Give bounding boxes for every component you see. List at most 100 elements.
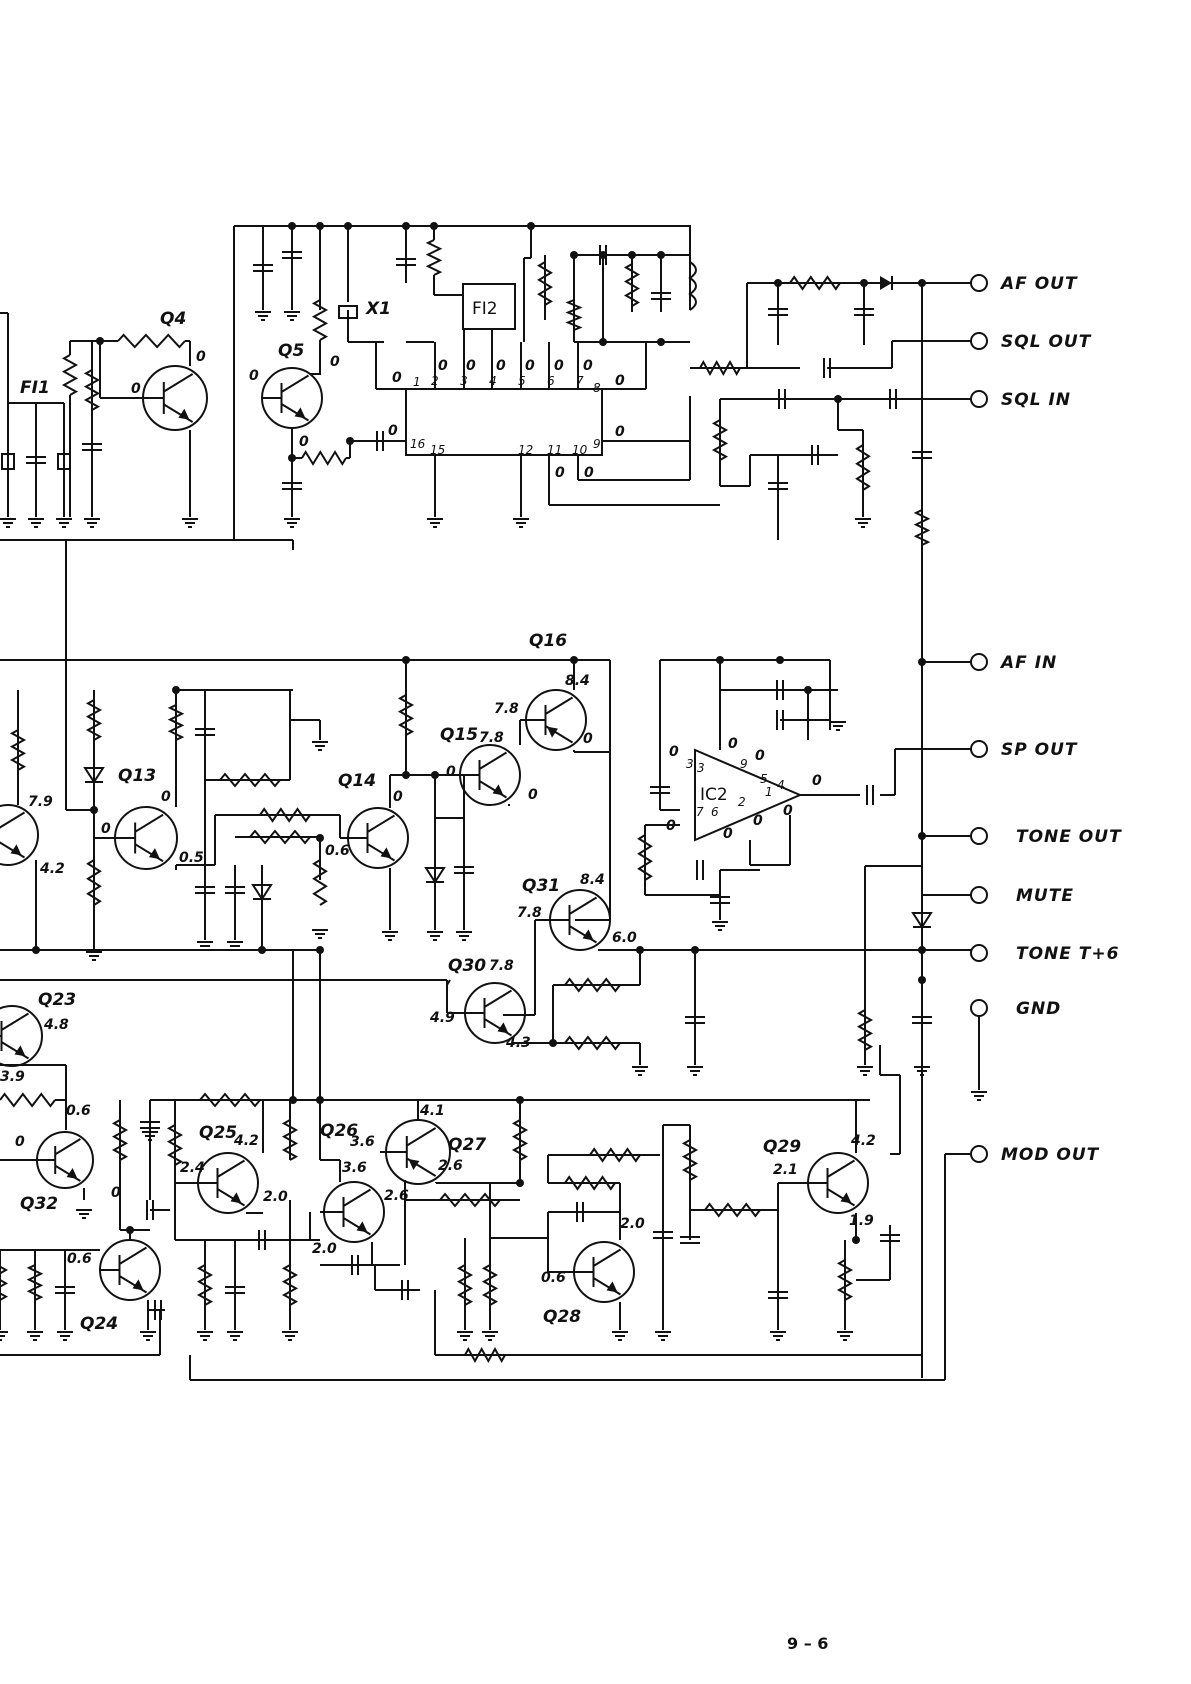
svg-text:4.1: 4.1 (419, 1103, 445, 1119)
svg-text:0: 0 (669, 744, 679, 760)
svg-text:SQL OUT: SQL OUT (1001, 332, 1092, 352)
resistor (565, 299, 583, 331)
terminal-af-in[interactable]: AF IN (970, 653, 1057, 673)
resistor (681, 1139, 699, 1181)
junction-dot (431, 771, 439, 779)
diode (424, 867, 446, 884)
filter-fi2 (462, 283, 516, 330)
transistor-arrow (606, 1281, 618, 1293)
terminal-tone-t6[interactable]: TONE T+6 (970, 944, 1119, 964)
junction-dot (516, 1096, 524, 1104)
resistor (0, 1260, 9, 1301)
transistor-collector (483, 989, 513, 1008)
svg-text:6: 6 (711, 805, 719, 819)
resistor (624, 263, 640, 307)
resistor (111, 1119, 129, 1161)
transistor-arrow (547, 726, 558, 738)
terminal-sql-out[interactable]: SQL OUT (970, 332, 1092, 352)
terminal-af-out[interactable]: AF OUT (970, 274, 1078, 294)
svg-text:0: 0 (583, 358, 593, 374)
resistor (9, 729, 27, 771)
component-labels: Q4 Q5 Q13 Q14 Q15 Q16 Q23 Q24 Q25 Q26 Q2… (20, 299, 801, 1334)
ic2-pin-numbers: 3 3 9 5 4 1 2 7 6 (686, 757, 785, 819)
resistor (425, 239, 443, 276)
junction-dot (570, 251, 578, 259)
svg-text:3: 3 (697, 761, 705, 775)
page-number: 9 – 6 (787, 1634, 829, 1653)
junction-dot (918, 976, 926, 984)
junction-dot (288, 454, 296, 462)
junction-dot (402, 656, 410, 664)
resistor (589, 1147, 641, 1163)
svg-text:TONE OUT: TONE OUT (1016, 827, 1122, 847)
junction-dots (32, 222, 926, 1244)
transistor-arrow (356, 1221, 368, 1233)
junction-dot (288, 222, 296, 230)
junction-dot (657, 251, 665, 259)
svg-text:8: 8 (593, 381, 601, 395)
svg-text:2.6: 2.6 (438, 1158, 463, 1174)
svg-text:3: 3 (460, 374, 468, 388)
svg-text:0: 0 (555, 465, 565, 481)
svg-text:16: 16 (410, 437, 426, 451)
junction-dot (258, 946, 266, 954)
svg-text:AF OUT: AF OUT (999, 274, 1078, 294)
svg-text:2.4: 2.4 (180, 1160, 205, 1176)
junction-dot (316, 946, 324, 954)
transistor-arrow (66, 1168, 78, 1180)
svg-text:2.0: 2.0 (263, 1189, 288, 1205)
transistor-collector (134, 813, 164, 833)
transistor-collector (54, 1138, 81, 1156)
terminal-mod-out[interactable]: MOD OUT (970, 1145, 1100, 1165)
svg-text:5: 5 (518, 374, 526, 388)
terminal-mute[interactable]: MUTE (970, 886, 1074, 906)
voltage-annotations: 0 0 0 0 0 0 0 0 0 0 0 0 0 0 0 0 0 7.9 4.… (0, 349, 876, 1286)
resistor (259, 807, 311, 823)
junction-dot (716, 656, 724, 664)
svg-text:0: 0 (330, 354, 340, 370)
junction-dot (316, 1096, 324, 1104)
junction-dot (776, 656, 784, 664)
resistor (464, 1346, 506, 1364)
resistor (564, 977, 621, 993)
svg-text:0: 0 (783, 803, 793, 819)
svg-text:0: 0 (438, 358, 448, 374)
fi1-label: FI1 (20, 378, 50, 398)
terminal-sql-in[interactable]: SQL IN (970, 390, 1071, 410)
svg-text:SQL IN: SQL IN (1001, 390, 1071, 410)
terminal-sp-out[interactable]: SP OUT (970, 740, 1078, 760)
junction-dot (549, 1039, 557, 1047)
svg-text:0.6: 0.6 (325, 843, 350, 859)
svg-text:15: 15 (430, 443, 445, 457)
terminal-gnd[interactable]: GND (970, 999, 1061, 1019)
junction-dot (172, 686, 180, 694)
svg-text:0: 0 (388, 423, 398, 439)
svg-text:3: 3 (686, 757, 694, 771)
svg-text:3.6: 3.6 (342, 1160, 367, 1176)
transistor-arrow (582, 929, 594, 941)
junction-dot (852, 1236, 860, 1244)
junction-dot (918, 658, 926, 666)
svg-text:4.2: 4.2 (850, 1133, 876, 1149)
resistor (86, 859, 102, 906)
terminal-tone-out[interactable]: TONE OUT (970, 827, 1122, 847)
resistor (913, 509, 931, 546)
svg-text:4: 4 (777, 778, 785, 792)
q5-label: Q5 (278, 341, 304, 361)
resistor (481, 1264, 499, 1306)
svg-text:7.8: 7.8 (489, 958, 514, 974)
svg-text:2.1: 2.1 (773, 1162, 798, 1178)
resistor (85, 699, 103, 741)
svg-text:4.2: 4.2 (39, 861, 65, 877)
q14-label: Q14 (338, 771, 376, 791)
svg-text:4.8: 4.8 (43, 1017, 69, 1033)
junction-dot (344, 222, 352, 230)
diode (251, 884, 273, 901)
svg-text:0: 0 (101, 821, 111, 837)
svg-text:3.9: 3.9 (0, 1069, 25, 1085)
svg-text:4.9: 4.9 (429, 1010, 455, 1026)
component-symbols (0, 239, 987, 1364)
transistor-arrow (294, 407, 306, 419)
q30-label: Q30 (448, 956, 486, 976)
